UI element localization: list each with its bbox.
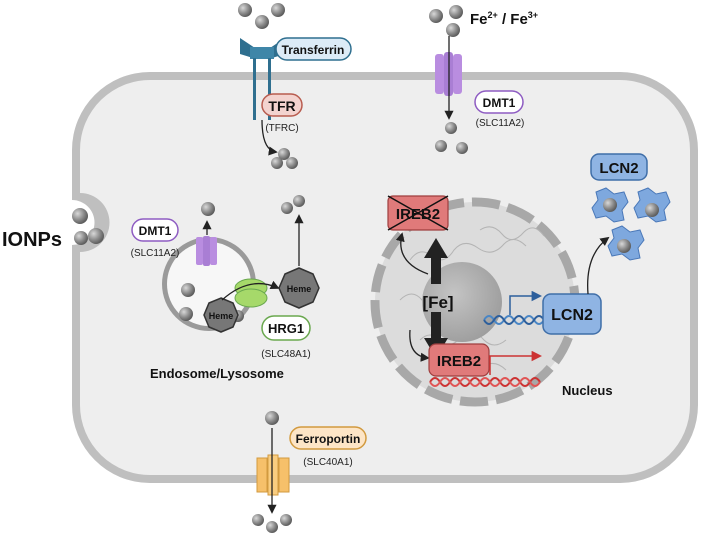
ionps-label: IONPs [2, 229, 62, 251]
ireb2-dna-helix [429, 377, 541, 387]
lcn2-transcription-arrow [509, 290, 543, 315]
lcn2-iron-complex-3 [607, 225, 645, 261]
tfr-label: TFR [268, 98, 295, 114]
ireb2-degradation-arrow [395, 232, 429, 275]
slc48a1-label: (SLC48A1) [261, 349, 310, 360]
ferroportin-label: Ferroportin [296, 432, 361, 446]
fe-ions-particles [429, 5, 463, 37]
tfr-arrow [261, 119, 278, 156]
dmt1-endosome-released-iron [201, 202, 215, 216]
ionps-particles [72, 208, 104, 245]
nuclear-iron-pool [422, 262, 502, 342]
heme-outside-label: Heme [287, 284, 312, 294]
fe-ions-label: Fe2+ / Fe3+ [470, 10, 538, 28]
ireb2-top-label: IREB2 [396, 206, 440, 223]
dmt1-membrane-label-box: DMT1 [474, 90, 524, 114]
ferroportin-exported-iron [252, 514, 292, 533]
ferroportin-channel [256, 454, 290, 496]
ireb2-cross-line-2 [387, 195, 449, 231]
lcn2-iron-complex-2 [633, 187, 671, 223]
transferrin-label: Transferrin [282, 43, 345, 57]
lcn2-secreted-box: LCN2 [590, 153, 648, 181]
dmt1-membrane-label: DMT1 [483, 96, 516, 110]
lcn2-secreted-label: LCN2 [599, 160, 638, 177]
lcn2-dna-helix [483, 315, 545, 325]
dmt1-endosome-channel [196, 236, 217, 266]
heme-inside-label: Heme [209, 311, 234, 321]
dmt1-endosome-label-box: DMT1 [131, 218, 179, 242]
heme-inside: Heme [203, 297, 239, 333]
hrg1-transport-arrow [221, 280, 280, 301]
tfr-released-iron [271, 148, 298, 169]
lcn2-nucleus-label: LCN2 [551, 307, 593, 324]
ireb2-bottom-label: IREB2 [437, 353, 481, 370]
hrg1-label: HRG1 [268, 321, 304, 336]
ireb2-bottom-box: IREB2 [428, 343, 490, 377]
ferroportin-inner-iron [265, 411, 279, 425]
heme-outside: Heme [278, 267, 320, 309]
fe-center-label: [Fe] [422, 293, 453, 312]
lcn2-iron-complex-1 [591, 187, 629, 223]
tfrc-label: (TFRC) [265, 123, 298, 134]
endosome-label: Endosome/Lysosome [150, 366, 284, 381]
lcn2-secretion-arrow [587, 236, 610, 295]
lcn2-nucleus-box: LCN2 [542, 293, 602, 335]
ireb2-activation-arrow [409, 329, 430, 362]
hrg1-label-box: HRG1 [261, 315, 311, 341]
dmt1-membrane-channel [435, 52, 462, 96]
transferrin-iron-particles [238, 3, 285, 29]
ireb2-top-box: IREB2 [387, 195, 449, 231]
transferrin-receptor-protein [240, 38, 285, 120]
slc11a2-membrane-label: (SLC11A2) [476, 118, 525, 129]
transferrin-label-box: Transferrin [275, 37, 352, 61]
ireb2-transcription-arrow [489, 350, 543, 375]
nucleus-label: Nucleus [562, 383, 613, 398]
slc11a2-endosome-label: (SLC11A2) [131, 248, 180, 259]
slc40a1-label: (SLC40A1) [303, 457, 352, 468]
tfr-label-box: TFR [261, 93, 303, 117]
ferroportin-label-box: Ferroportin [289, 426, 367, 450]
dmt1-released-iron [435, 122, 468, 154]
heme-released-iron [281, 195, 305, 214]
dmt1-endosome-label: DMT1 [139, 224, 172, 238]
